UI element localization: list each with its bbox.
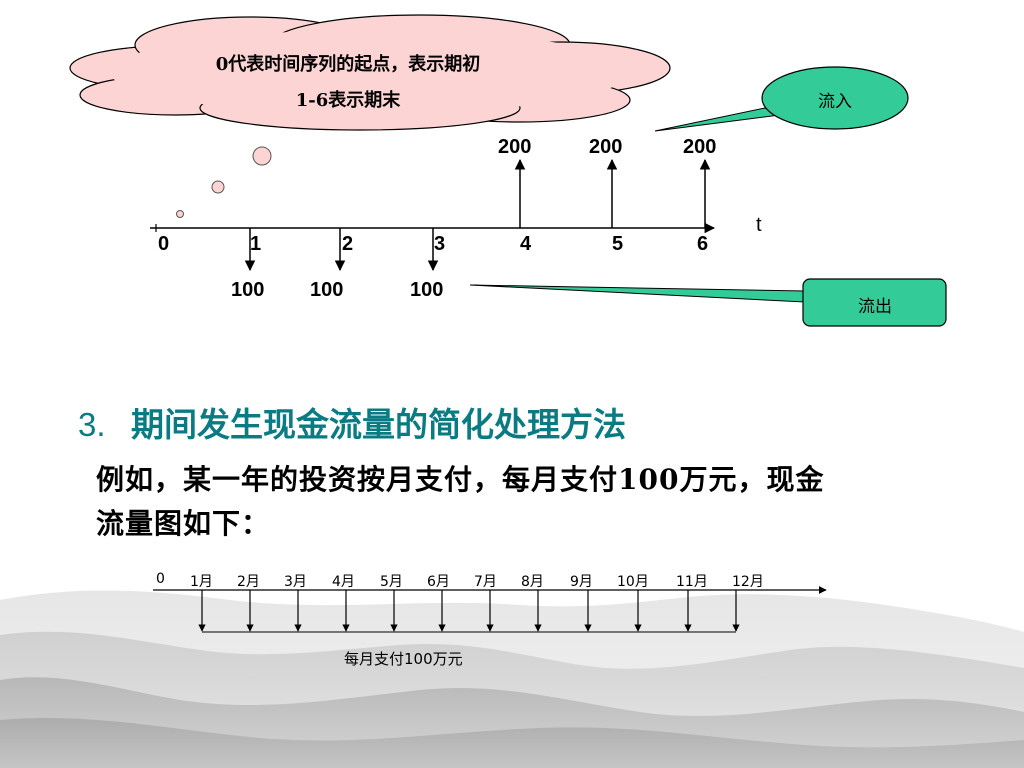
monthly-outflow-arrows	[198, 590, 740, 632]
outflow-value-3: 100	[410, 279, 444, 301]
section-number: 3.	[78, 406, 106, 443]
tick-label-5: 5	[612, 233, 624, 255]
month-tick-1: 1月	[190, 574, 213, 590]
thought-bubble-large	[252, 146, 272, 166]
month-tick-11: 11月	[676, 574, 708, 590]
thought-cloud	[69, 14, 671, 131]
month-tick-6: 6月	[427, 574, 450, 590]
inflow-value-6: 200	[683, 136, 717, 158]
inflow-value-5: 200	[589, 136, 623, 158]
outflow-label: 流出	[858, 297, 892, 317]
month-tick-9: 9月	[570, 574, 593, 590]
tick-label-0: 0	[158, 233, 170, 255]
month-tick-12: 12月	[732, 574, 764, 590]
month-tick-5: 5月	[380, 574, 403, 590]
tick-label-2: 2	[342, 233, 354, 255]
example-text-line2: 流量图如下：	[96, 507, 271, 540]
tick-label-6: 6	[697, 233, 709, 255]
cloud-text-line2: 1-6表示期末	[295, 90, 401, 111]
inflow-arrows	[514, 158, 711, 228]
month-tick-8: 8月	[521, 574, 544, 590]
outflow-value-2: 100	[310, 279, 344, 301]
thought-bubble-medium	[211, 180, 225, 194]
month-tick-3: 3月	[284, 574, 307, 590]
tick-label-1: 1	[250, 233, 262, 255]
month-tick-7: 7月	[474, 574, 497, 590]
month-tick-10: 10月	[617, 574, 649, 590]
thought-bubble-small	[176, 210, 184, 218]
section-title: 期间发生现金流量的简化处理方法	[131, 405, 627, 444]
monthly-outflow-label: 每月支付100万元	[344, 650, 463, 668]
tick-label-3: 3	[434, 233, 446, 255]
inflow-value-4: 200	[498, 136, 532, 158]
outflow-arrows	[244, 228, 439, 272]
month-tick-4: 4月	[332, 574, 355, 590]
outflow-value-1: 100	[231, 279, 265, 301]
inflow-label: 流入	[818, 92, 852, 112]
example-text-line1: 例如，某一年的投资按月支付，每月支付100万元，现金	[96, 463, 825, 496]
inflow-callout	[654, 66, 909, 132]
month-tick-0: 0	[156, 571, 165, 587]
cloud-text-line1: 0代表时间序列的起点，表示期初	[215, 54, 481, 75]
outflow-callout	[469, 278, 947, 327]
tick-label-4: 4	[520, 233, 532, 255]
section-heading: 3. 期间发生现金流量的简化处理方法	[78, 398, 626, 446]
month-tick-2: 2月	[237, 574, 260, 590]
axis-label-t: t	[756, 214, 762, 236]
